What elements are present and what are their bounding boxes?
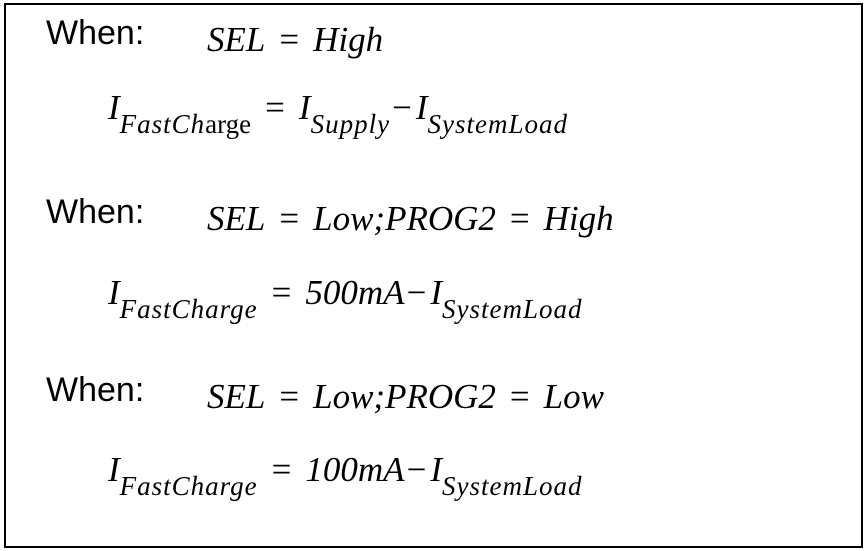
supply-current-subscript: Supply xyxy=(310,109,391,139)
current-subscript: FastCharge xyxy=(119,294,258,324)
equals-sign: = xyxy=(279,199,300,238)
minus-sign: − xyxy=(392,88,412,127)
current-symbol: I xyxy=(108,450,120,489)
current-limit-value: 100mA xyxy=(305,450,405,489)
when-label-1: When: xyxy=(46,14,145,52)
sel-symbol: SEL xyxy=(207,20,266,59)
minus-sign: − xyxy=(406,450,427,489)
equals-sign: = xyxy=(265,88,285,127)
prog2-value: High xyxy=(543,199,614,238)
minus-sign: − xyxy=(406,273,427,312)
system-load-current-symbol: I xyxy=(415,88,428,127)
system-load-current-symbol: I xyxy=(430,273,442,312)
select-condition-1: SEL = High xyxy=(207,22,383,57)
equals-sign: = xyxy=(271,273,292,312)
fast-charge-equation-1: IFastCharge=ISupply−ISystemLoad xyxy=(108,88,568,138)
equals-sign: = xyxy=(509,377,530,416)
sel-symbol: SEL xyxy=(207,199,266,238)
current-symbol: I xyxy=(108,273,120,312)
sel-value: Low;PROG2 xyxy=(313,377,496,416)
equals-sign: = xyxy=(509,199,530,238)
select-condition-3: SEL = Low;PROG2 = Low xyxy=(207,379,604,414)
fast-charge-equation-2: IFastCharge=500mA−ISystemLoad xyxy=(108,273,582,323)
sel-symbol: SEL xyxy=(207,377,266,416)
current-subscript-part-b: arge xyxy=(205,109,252,139)
equals-sign: = xyxy=(279,377,300,416)
when-label-3: When: xyxy=(46,371,145,409)
current-subscript-part-a: FastCh xyxy=(119,109,206,139)
equals-sign: = xyxy=(271,450,292,489)
sel-value: Low;PROG2 xyxy=(313,199,496,238)
system-load-subscript: SystemLoad xyxy=(427,109,568,139)
current-subscript: FastCharge xyxy=(120,109,252,139)
system-load-subscript: SystemLoad xyxy=(441,294,583,324)
fast-charge-equation-3: IFastCharge=100mA−ISystemLoad xyxy=(108,450,582,500)
sel-value: High xyxy=(313,20,384,59)
system-load-subscript: SystemLoad xyxy=(441,471,583,501)
equals-sign: = xyxy=(279,20,300,59)
select-condition-2: SEL = Low;PROG2 = High xyxy=(207,201,614,236)
system-load-current-symbol: I xyxy=(430,450,442,489)
current-subscript: FastCharge xyxy=(119,471,258,501)
when-label-2: When: xyxy=(46,193,145,231)
current-limit-value: 500mA xyxy=(305,273,405,312)
prog2-value: Low xyxy=(543,377,604,416)
supply-current-symbol: I xyxy=(298,88,311,127)
current-symbol: I xyxy=(108,88,120,127)
equation-box xyxy=(4,3,863,548)
